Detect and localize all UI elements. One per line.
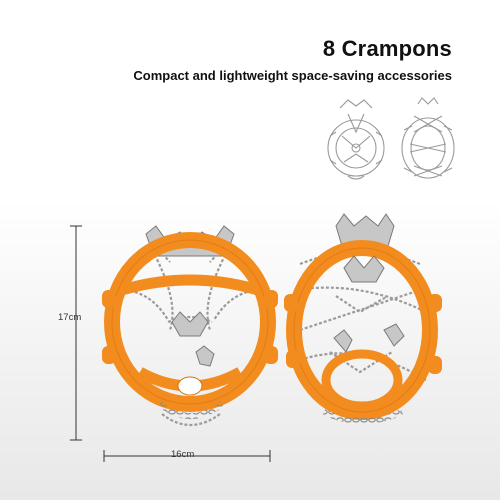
page-subtitle: Compact and lightweight space-saving acc… <box>133 68 452 83</box>
sketch-right <box>401 97 455 179</box>
width-dimension-label: 16cm <box>171 449 195 460</box>
sketch-left <box>327 99 385 180</box>
page-title: 8 Crampons <box>322 36 452 61</box>
right-crampon <box>284 213 442 424</box>
left-crampon <box>102 225 278 426</box>
crampon-sketch-illustration <box>327 97 455 180</box>
height-dimension-label: 17cm <box>58 312 82 323</box>
dimension-lines <box>70 225 271 462</box>
